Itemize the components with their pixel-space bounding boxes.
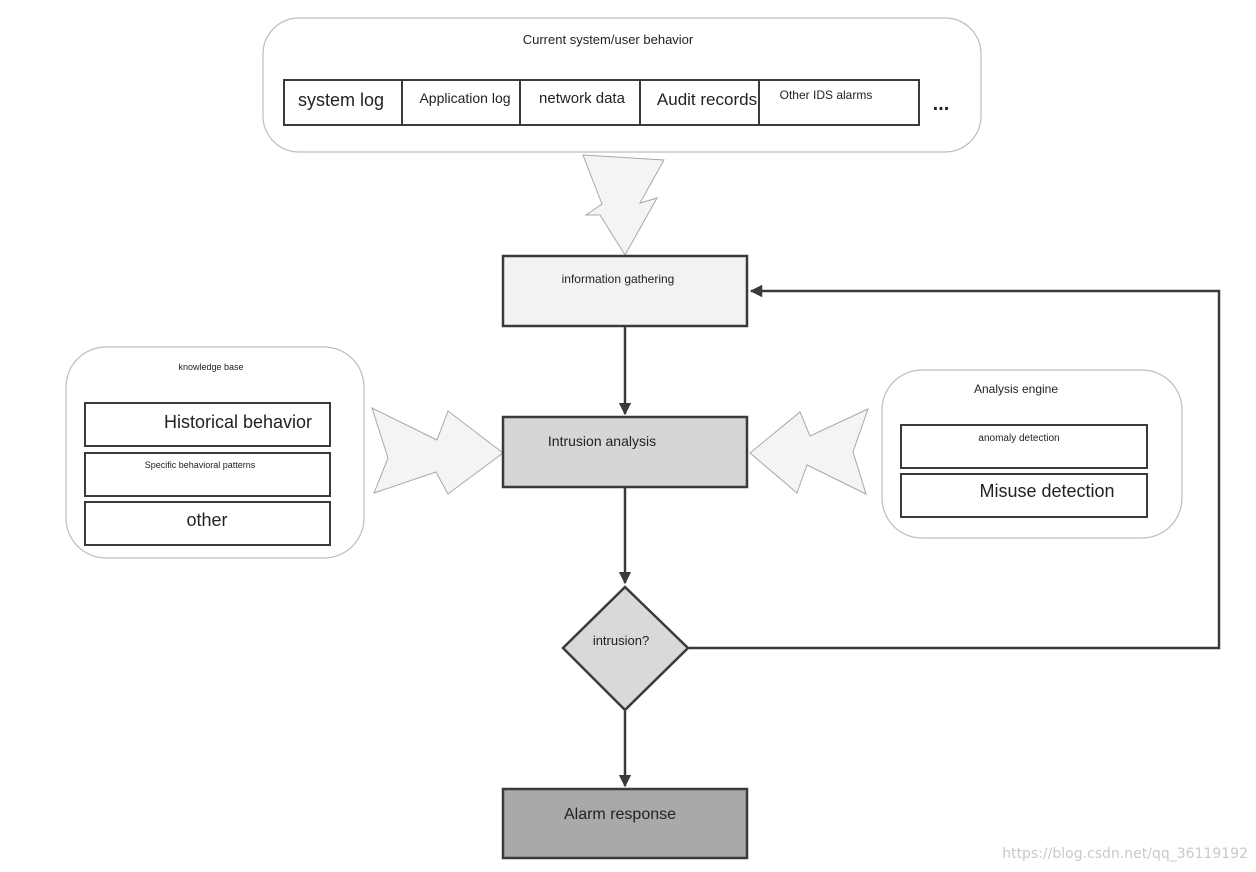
info-gathering-box: information gathering xyxy=(501,254,749,328)
block-arrow-right xyxy=(371,407,504,495)
intrusion-decision: intrusion? xyxy=(561,585,690,712)
intrusion-decision-label: intrusion? xyxy=(593,633,649,648)
knowledge-base-panel: knowledge base Historical behavior Speci… xyxy=(65,346,365,559)
kb-other: other xyxy=(186,510,227,530)
source-application-log: Application log xyxy=(419,90,510,106)
behavior-panel: Current system/user behavior system log … xyxy=(262,17,982,153)
more-sources-ellipsis: ... xyxy=(933,93,950,115)
watermark-url: https://blog.csdn.net/qq_36119192 xyxy=(1002,846,1248,862)
analysis-engine-title: Analysis engine xyxy=(974,382,1058,396)
block-arrow-left xyxy=(749,408,869,495)
info-gathering-label: information gathering xyxy=(562,272,675,286)
alarm-response-box: Alarm response xyxy=(501,787,749,860)
kb-specific-patterns: Specific behavioral patterns xyxy=(145,460,256,470)
kb-historical-behavior: Historical behavior xyxy=(164,412,312,432)
source-other-ids-alarms: Other IDS alarms xyxy=(780,88,873,102)
behavior-panel-title: Current system/user behavior xyxy=(523,32,694,47)
source-network-data: network data xyxy=(539,90,626,107)
engine-misuse-detection: Misuse detection xyxy=(979,481,1114,501)
alarm-response-label: Alarm response xyxy=(564,806,676,823)
knowledge-base-title: knowledge base xyxy=(178,362,243,372)
connector-feedback-loop xyxy=(688,284,1221,650)
block-arrow-down xyxy=(582,154,665,256)
source-audit-records: Audit records xyxy=(657,90,757,109)
analysis-engine-panel: Analysis engine anomaly detection Misuse… xyxy=(881,369,1183,539)
engine-anomaly-detection: anomaly detection xyxy=(978,433,1059,444)
intrusion-analysis-label: Intrusion analysis xyxy=(548,433,656,449)
source-system-log: system log xyxy=(298,90,384,110)
intrusion-analysis-box: Intrusion analysis xyxy=(501,415,749,489)
